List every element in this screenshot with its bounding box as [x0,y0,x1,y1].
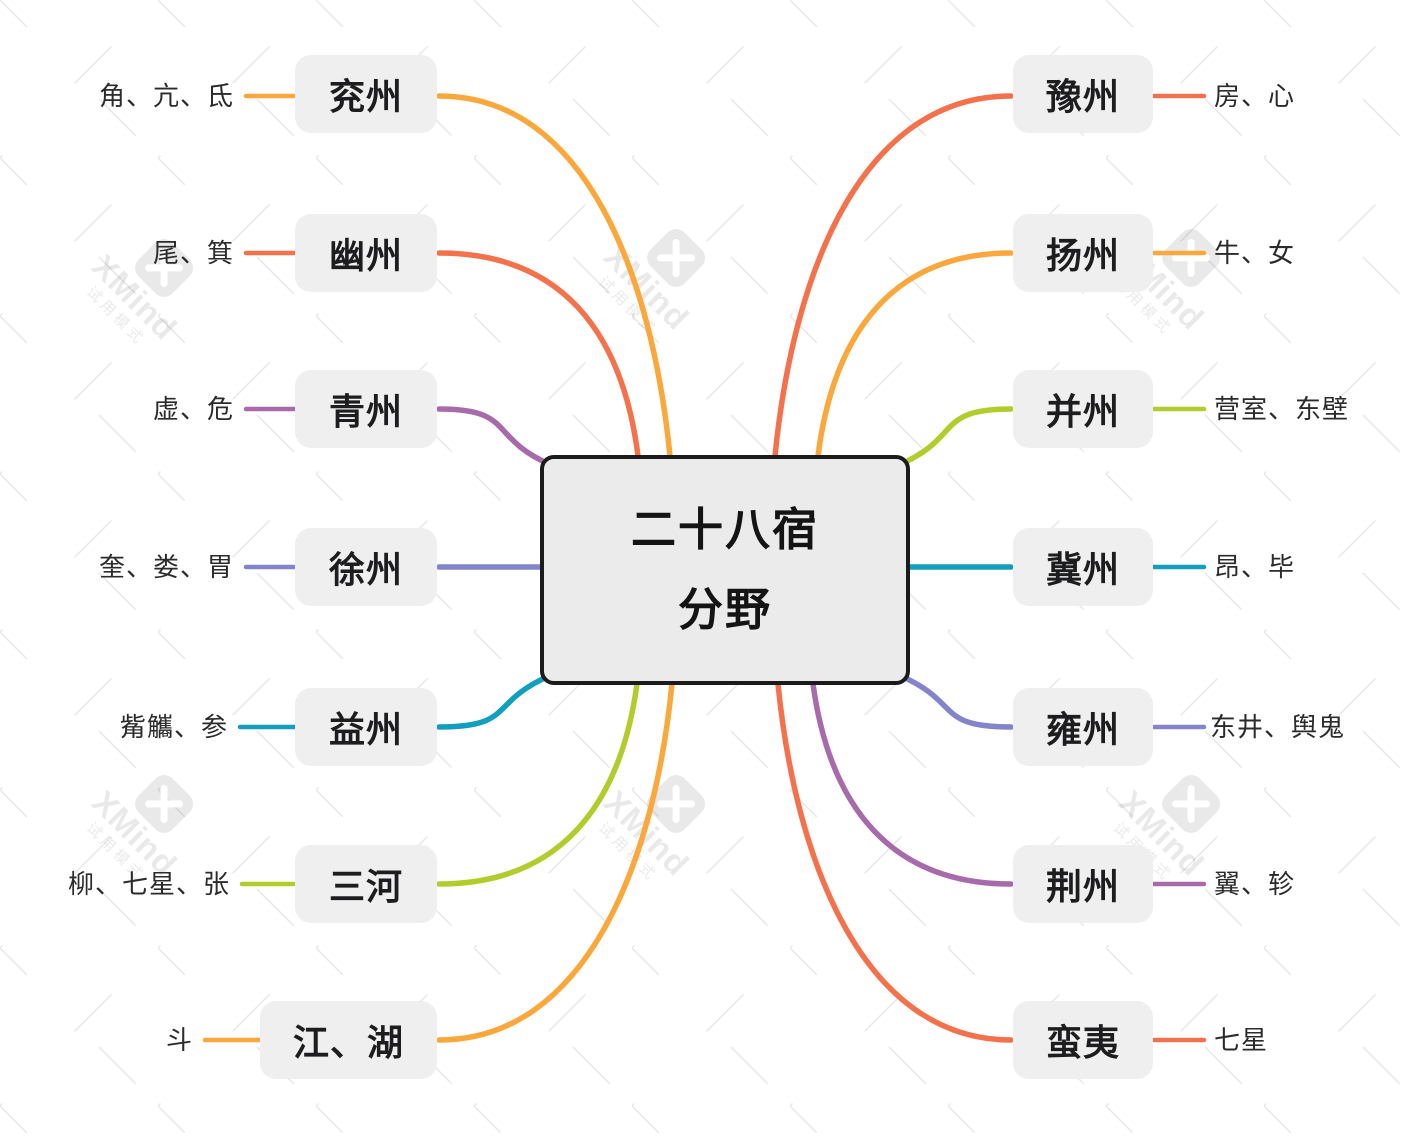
topic-yangzhou[interactable]: 扬州 [1013,214,1153,292]
central-topic-title-line2: 分野 [677,584,772,635]
topic-qingzhou[interactable]: 青州 [295,370,437,448]
edge-yizhou [436,673,552,730]
leaf-kui-lou-wei[interactable]: 奎、娄、胃 [98,552,234,582]
topic-yizhou[interactable]: 益州 [295,688,437,766]
edge-manyi [775,681,1014,1043]
edge-qingzhou [436,406,552,467]
edge-yangzhou [815,250,1014,459]
topic-label: 雍州 [1045,709,1120,750]
edge-yanzhou [436,93,673,459]
leaf-niu-nv[interactable]: 牛、女 [1214,238,1296,268]
leaf-liu-qixing-zhang[interactable]: 柳、七星、张 [67,869,230,899]
edge-yuzhou [772,93,1014,459]
topic-label: 兖州 [328,76,403,117]
edge-bingzhou [898,406,1014,467]
central-topic[interactable]: 二十八宿 分野 [540,455,910,685]
topic-yuzhou[interactable]: 豫州 [1013,55,1153,133]
leaf-dou[interactable]: 斗 [165,1025,193,1055]
topic-label: 幽州 [328,235,403,276]
edge-sanhe [436,681,640,887]
topic-label: 徐州 [328,549,403,590]
topic-yanzhou[interactable]: 兖州 [295,55,437,133]
topic-xuzhou[interactable]: 徐州 [295,528,437,606]
edge-yongzhou [898,673,1014,730]
central-topic-title-line1: 二十八宿 [630,504,819,555]
leaf-fang-xin[interactable]: 房、心 [1214,81,1296,111]
edge-jianghu [436,681,675,1043]
topic-sanhe[interactable]: 三河 [295,845,437,923]
leaf-yingshi-dongbi[interactable]: 营室、东壁 [1214,394,1350,424]
topic-label: 益州 [328,709,403,750]
topic-jingzhou[interactable]: 荆州 [1013,845,1153,923]
topic-yongzhou[interactable]: 雍州 [1013,688,1153,766]
topic-label: 蛮夷 [1045,1022,1120,1063]
edge-youzhou [436,250,641,459]
topic-manyi[interactable]: 蛮夷 [1013,1001,1153,1079]
leaf-zixi-shen[interactable]: 觜觿、参 [119,712,228,742]
leaf-dongjing-yugui[interactable]: 东井、舆鬼 [1210,712,1346,742]
topic-label: 三河 [328,866,403,907]
leaf-yi-zhen[interactable]: 翼、轸 [1214,869,1296,899]
topic-jizhou[interactable]: 冀州 [1013,528,1153,606]
topic-jianghu[interactable]: 江、湖 [260,1001,437,1079]
topic-label: 冀州 [1045,549,1120,590]
topic-bingzhou[interactable]: 并州 [1013,370,1153,448]
leaf-jiao-kang-di[interactable]: 角、亢、氐 [98,81,234,111]
leaf-wei-ji[interactable]: 尾、箕 [152,238,234,268]
leaf-ang-bi[interactable]: 昂、毕 [1214,552,1296,582]
edge-jingzhou [810,681,1014,887]
leaf-xu-wei[interactable]: 虚、危 [152,394,234,424]
topic-label: 并州 [1045,391,1120,432]
topic-youzhou[interactable]: 幽州 [295,214,437,292]
topic-label: 荆州 [1045,866,1120,907]
topic-label: 青州 [328,391,403,432]
topic-label: 豫州 [1045,76,1120,117]
topic-label: 江、湖 [292,1022,404,1063]
topic-label: 扬州 [1045,235,1120,276]
leaf-qixing[interactable]: 七星 [1214,1025,1269,1055]
